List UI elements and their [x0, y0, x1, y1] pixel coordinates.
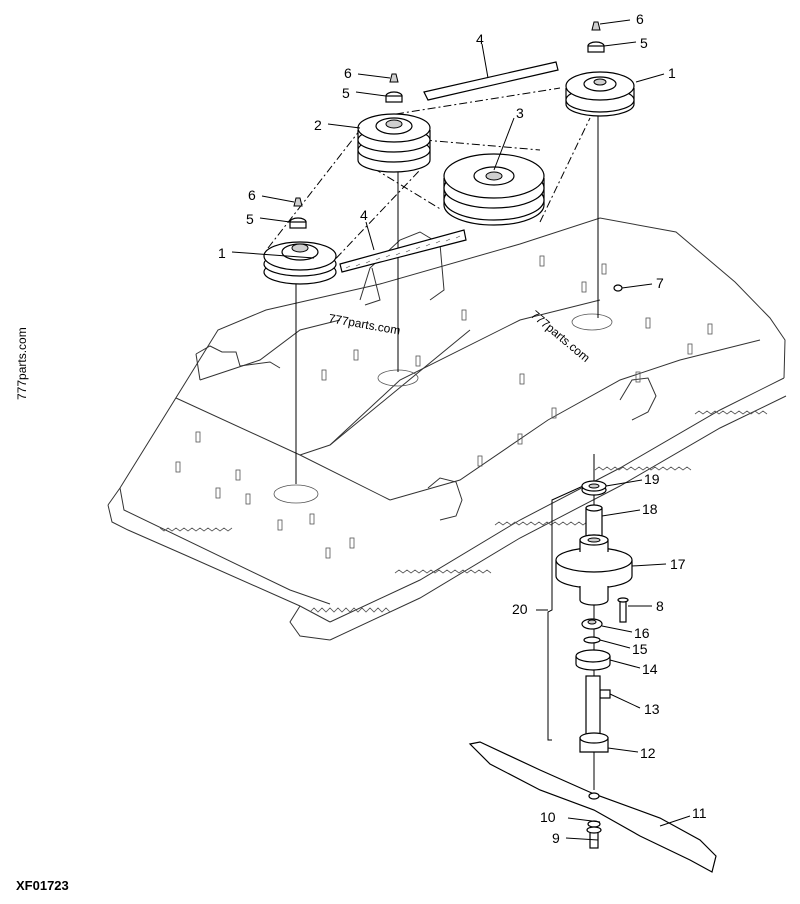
callout-13: 13 — [644, 701, 660, 717]
callout-16: 16 — [634, 625, 650, 641]
callout-4-top: 4 — [476, 31, 484, 47]
callout-6-left: 6 — [248, 187, 256, 203]
deck-watermark-a: 777parts.com — [327, 311, 401, 337]
figure-code: XF01723 — [16, 878, 69, 893]
callout-12: 12 — [640, 745, 656, 761]
leader-lines — [231, 19, 691, 841]
callout-11: 11 — [692, 805, 707, 821]
spacer-and-fittings — [289, 21, 623, 292]
callout-20: 20 — [512, 601, 528, 617]
idler-pulley-left — [263, 241, 337, 285]
double-pulley — [357, 113, 431, 173]
callout-3: 3 — [516, 105, 524, 121]
callout-5-right: 5 — [640, 35, 648, 51]
callout-17: 17 — [670, 556, 686, 572]
callout-labels: 1 1 2 3 4 4 5 5 5 6 6 6 7 8 9 10 11 12 1… — [218, 11, 707, 846]
mower-deck — [107, 217, 787, 641]
callout-9: 9 — [552, 830, 560, 846]
side-watermark: 777parts.com — [15, 327, 29, 400]
callout-8: 8 — [656, 598, 664, 614]
drive-pulley-large — [443, 153, 545, 226]
callout-15: 15 — [632, 641, 648, 657]
callout-5-left: 5 — [246, 211, 254, 227]
assembly-lines — [295, 114, 599, 790]
callout-6-right: 6 — [636, 11, 644, 27]
callout-1-left: 1 — [218, 245, 226, 261]
deck-watermark-b: 777parts.com — [528, 308, 593, 365]
callout-4-lower: 4 — [360, 207, 368, 223]
belt-guards — [339, 61, 559, 273]
callout-6-middle: 6 — [344, 65, 352, 81]
idler-pulley-right — [565, 71, 635, 117]
callout-2: 2 — [314, 117, 322, 133]
spindle-assembly — [468, 480, 717, 873]
callout-1-right: 1 — [668, 65, 676, 81]
callout-18: 18 — [642, 501, 658, 517]
callout-10: 10 — [540, 809, 556, 825]
callout-19: 19 — [644, 471, 660, 487]
callout-7: 7 — [656, 275, 664, 291]
callout-5-middle: 5 — [342, 85, 350, 101]
callout-14: 14 — [642, 661, 658, 677]
